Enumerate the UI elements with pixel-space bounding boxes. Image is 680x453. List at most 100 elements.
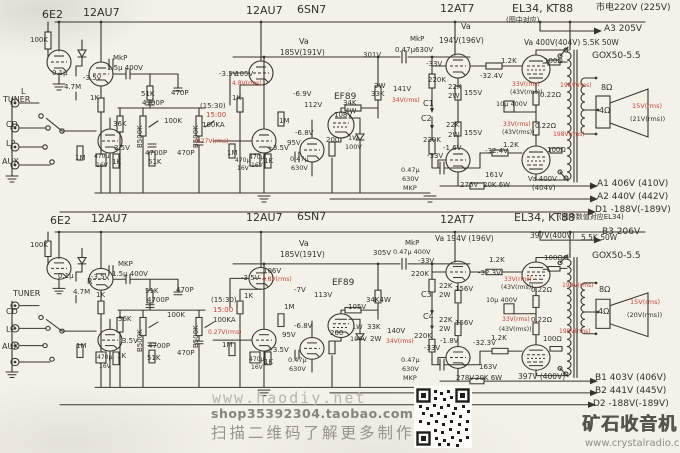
schematic-label: 161V — [485, 171, 504, 179]
schematic-label: 16V — [251, 162, 263, 169]
schematic-label: 15V(rms) — [630, 298, 661, 306]
tube-label-el34-kt88: EL34, KT88 — [512, 2, 574, 15]
schematic-label: 0.47µ — [290, 155, 309, 163]
schematic-label: 36K — [113, 120, 127, 128]
schematic-label: 0.27V(rms) — [208, 329, 242, 336]
schematic-label: MKP — [118, 260, 133, 268]
tube-label-6sn7: 6SN7 — [297, 210, 327, 223]
schematic-label: 470P — [171, 89, 189, 97]
schematic-label: 100K — [30, 241, 48, 249]
schematic-label: 1.2K — [501, 57, 517, 65]
channel-right-label: R — [87, 277, 93, 286]
schematic-label: -32.3V — [478, 269, 501, 277]
schematic-label: 105V — [235, 70, 254, 78]
schematic-label: 220K — [414, 332, 432, 340]
schematic-label: 2W — [439, 291, 451, 299]
schematic-label: Va 400V(404V) 5.5K 50W — [524, 38, 619, 47]
schematic-label: 220K — [428, 76, 446, 84]
schematic-label: 100K — [30, 36, 48, 44]
supply-b3-label: B3 206V — [602, 227, 641, 237]
input-tuner-label: TUNER — [13, 289, 41, 298]
input-aux-label: AUX — [2, 157, 19, 166]
schematic-label: -33V — [427, 152, 444, 160]
schematic-label: (21V(rms)) — [630, 115, 666, 123]
crystalradio-url: www.crystalradio.cn — [585, 438, 680, 449]
schematic-label: 112V — [304, 101, 323, 109]
schematic-label: 15:00 — [213, 306, 234, 314]
tube-label-12at7: 12AT7 — [440, 2, 475, 15]
schematic-label: -33V — [426, 60, 443, 68]
watermark-taobao-shop: shop35392304.taobao.com — [211, 406, 414, 421]
schematic-label: 1W — [352, 323, 363, 331]
schematic-label: -3.5V — [91, 273, 110, 281]
schematic-label: -3.5V — [241, 274, 260, 282]
watermark-qr-caption: 扫描二维码了解更多制作 — [211, 424, 415, 442]
schematic-label: 16V — [237, 165, 249, 172]
schematic-label: C1 — [423, 99, 434, 108]
schematic-label: 4.7M — [64, 83, 82, 91]
crystalradio-logo: 矿石收音机 — [582, 414, 677, 435]
schematic-label: 3.5V — [114, 144, 130, 152]
schematic-label: 51K — [147, 354, 161, 362]
schematic-label: 470P — [177, 349, 195, 357]
schematic-label: 100V — [350, 335, 367, 343]
schematic-label: 0.1µ — [52, 69, 68, 77]
schematic-label: 1M — [284, 303, 295, 311]
tube-label-12au7-2: 12AU7 — [246, 211, 283, 224]
tube-label-ef89: EF89 — [334, 92, 357, 102]
supply-d2-label: D2 -188V(-189V) — [593, 399, 669, 409]
schematic-label: +3.5V — [267, 346, 289, 354]
schematic-label: -32.4V — [485, 147, 508, 155]
input-lp-label: LP — [6, 139, 16, 148]
schematic-label: 198V(rms) — [553, 131, 585, 138]
schematic-label: 630V — [291, 164, 308, 172]
schematic-label: 2W — [448, 92, 460, 100]
schematic-label: B500K — [136, 125, 144, 148]
schematic-label: (43V(rms)) — [499, 326, 532, 333]
tube-label-12au7: 12AU7 — [83, 6, 120, 19]
schematic-label: MkP — [113, 54, 128, 62]
schematic-label: 2W — [448, 131, 460, 139]
schematic-label: 0.47µ — [401, 166, 420, 174]
schematic-label: 4.8V(rms) — [262, 276, 292, 283]
schematic-label: 200 — [326, 136, 340, 144]
schematic-label: 0.47µ — [288, 356, 307, 364]
schematic-label: 0.22Ω — [535, 122, 556, 130]
schematic-label: 2W — [370, 335, 382, 343]
schematic-label: -33V — [418, 257, 435, 265]
schematic-label: Va 400V — [528, 175, 557, 183]
schematic-label: 33V(rms) — [512, 81, 540, 88]
schematic-label: 15:00 — [206, 111, 227, 119]
schematic-label: 470µ — [249, 154, 265, 161]
schematic-label: 100K — [164, 117, 182, 125]
schematic-label: 163V — [479, 363, 498, 371]
schematic-label: 1K — [112, 158, 122, 166]
schematic-label: 34K — [343, 99, 357, 107]
schematic-label: -32.3V — [473, 339, 496, 347]
schematic-label: 1K — [96, 291, 106, 299]
input-tuner-label: TUNER — [3, 95, 31, 104]
schematic-label: 100KA — [202, 121, 225, 129]
schematic-label: MKP — [403, 374, 417, 382]
tube-label-6e2: 6E2 — [50, 214, 71, 227]
schematic-label: 397V(400V) — [530, 231, 575, 240]
schematic-label: -7V — [294, 286, 306, 294]
schematic-label: 100KA — [213, 316, 236, 324]
schematic-label: 1K — [90, 94, 100, 102]
schematic-label: (图中对应) — [506, 16, 540, 24]
schematic-label: (15:30) — [211, 296, 237, 304]
schematic-label: 470P — [176, 286, 194, 294]
schematic-label: 470µ — [97, 354, 113, 361]
schematic-label: 51K — [148, 158, 162, 166]
schematic-label: 100Ω — [544, 254, 563, 262]
mains-voltage-label: 市电220V (225V) — [596, 3, 671, 13]
schematic-label: C4 — [423, 312, 434, 321]
watermark-haodiy: www.haodiy.net — [212, 389, 367, 407]
schematic-label: 22K — [439, 316, 453, 324]
schematic-label: -33V — [424, 344, 441, 352]
schematic-label: 1K — [232, 94, 242, 102]
schematic-label: 36K — [118, 315, 132, 323]
schematic-label: 22K — [439, 282, 453, 290]
tube-label-12au7-2: 12AU7 — [246, 4, 283, 17]
